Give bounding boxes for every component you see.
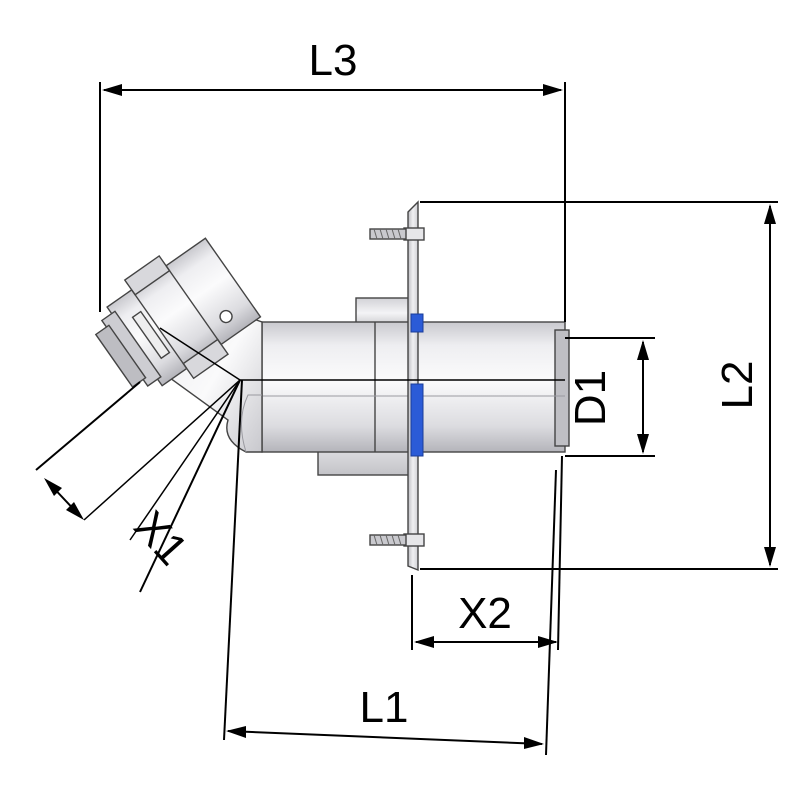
- center-lines: [159, 327, 565, 381]
- screw-top: [369, 228, 407, 240]
- label-l3: L3: [309, 36, 358, 85]
- chimney-part: [94, 200, 570, 572]
- label-l2: L2: [713, 361, 762, 410]
- label-l1: L1: [360, 683, 409, 732]
- screw-bottom: [369, 534, 407, 546]
- dimension-l1: L1: [223, 379, 557, 756]
- coupling-adapter: [94, 237, 262, 388]
- wall-plate: [403, 200, 425, 572]
- dimension-l2: L2: [420, 201, 778, 570]
- label-d1: D1: [566, 370, 615, 426]
- dimension-x2: X2: [411, 455, 563, 651]
- label-x1: X1: [125, 502, 197, 575]
- dimension-x1: X1: [35, 379, 241, 593]
- dimension-d1: D1: [565, 337, 655, 457]
- label-x2: X2: [458, 589, 512, 638]
